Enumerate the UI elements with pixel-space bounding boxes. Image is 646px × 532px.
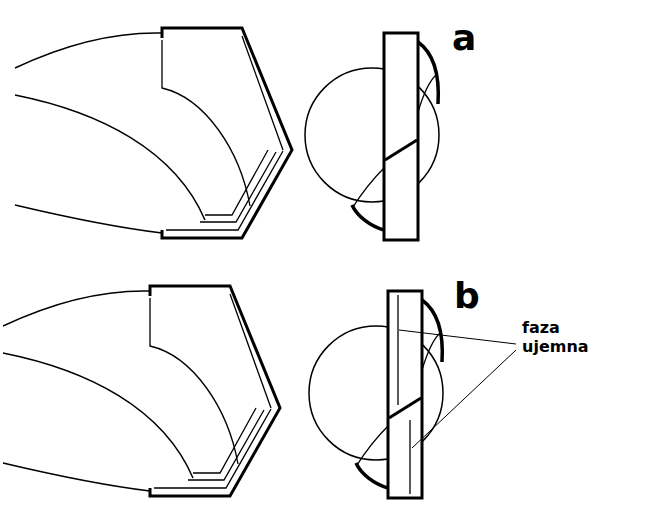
view-letter: b bbox=[454, 274, 480, 317]
chamfer-line bbox=[409, 420, 410, 494]
leader-line bbox=[412, 350, 516, 448]
drill-end-view-a bbox=[305, 33, 439, 240]
view-letter: a bbox=[452, 16, 476, 59]
chamfer-line bbox=[397, 295, 398, 405]
drill-end-view-b bbox=[309, 291, 443, 498]
drill-side-view-b bbox=[3, 286, 280, 496]
callout-label: faza ujemna bbox=[522, 318, 594, 356]
leader-line bbox=[399, 330, 516, 344]
drill-side-view-a bbox=[15, 28, 292, 238]
